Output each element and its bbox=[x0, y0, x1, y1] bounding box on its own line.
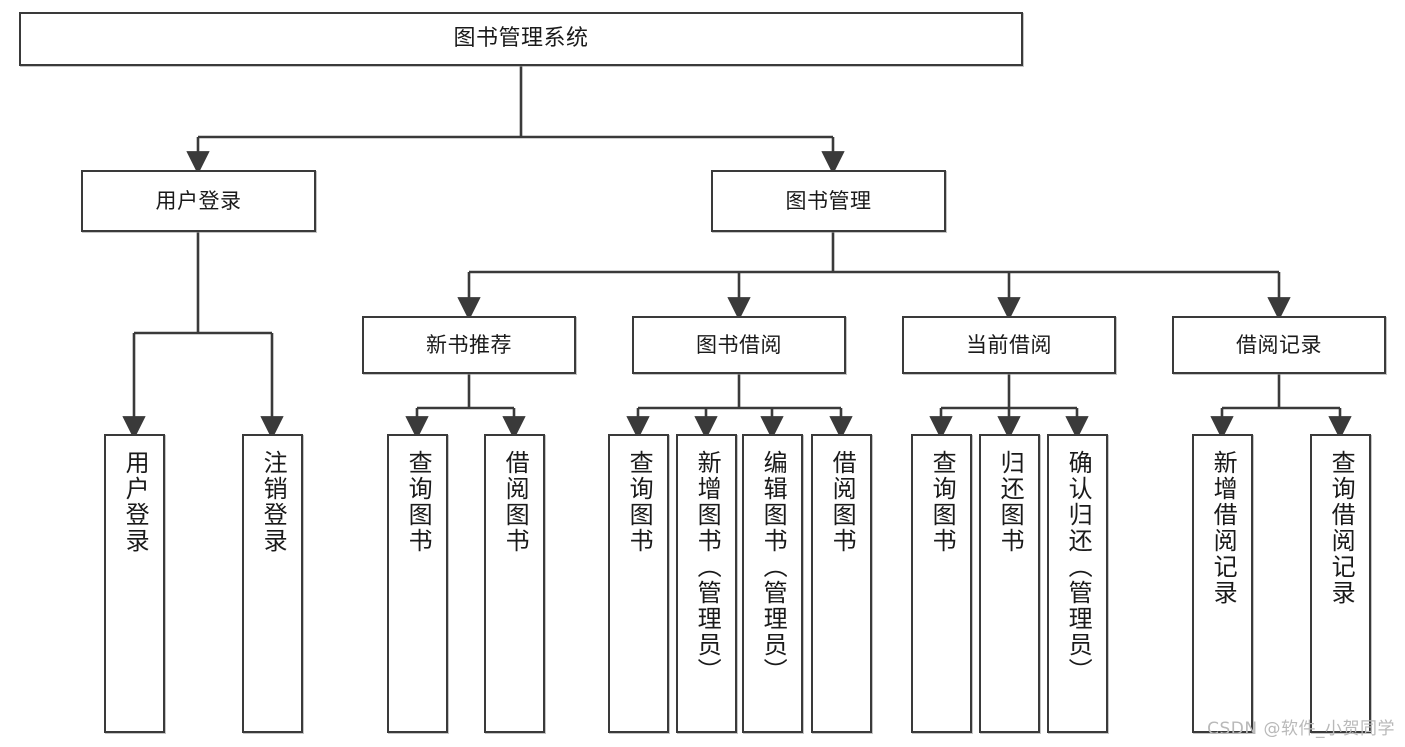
node-label: 查询图书 bbox=[625, 450, 654, 554]
node-book-management[interactable]: 图书管理 bbox=[711, 170, 946, 232]
node-book-borrow[interactable]: 图书借阅 bbox=[632, 316, 846, 374]
node-root-book-management-system[interactable]: 图书管理系统 bbox=[19, 12, 1023, 66]
node-label: 图书借阅 bbox=[696, 332, 782, 357]
leaf-new-book-query-book[interactable]: 查询图书 bbox=[387, 434, 448, 733]
node-user-login[interactable]: 用户登录 bbox=[81, 170, 316, 232]
leaf-book-borrow-borrow-book[interactable]: 借阅图书 bbox=[811, 434, 872, 733]
node-label: 确认归还（管理员） bbox=[1064, 450, 1093, 684]
node-label: 用户登录 bbox=[155, 188, 242, 213]
leaf-borrow-record-add-record[interactable]: 新增借阅记录 bbox=[1192, 434, 1253, 733]
node-label: 新书推荐 bbox=[426, 332, 512, 357]
node-borrow-record[interactable]: 借阅记录 bbox=[1172, 316, 1386, 374]
node-label: 借阅记录 bbox=[1236, 332, 1322, 357]
node-label: 查询图书 bbox=[928, 450, 957, 554]
node-label: 借阅图书 bbox=[828, 450, 857, 554]
node-label: 查询借阅记录 bbox=[1327, 450, 1356, 606]
leaf-borrow-record-query-record[interactable]: 查询借阅记录 bbox=[1310, 434, 1371, 733]
csdn-watermark: CSDN @软件_小贺同学 bbox=[1207, 719, 1395, 739]
leaf-current-borrow-query-book[interactable]: 查询图书 bbox=[911, 434, 972, 733]
node-label: 用户登录 bbox=[121, 450, 150, 554]
node-label: 查询图书 bbox=[404, 450, 433, 554]
node-label: 归还图书 bbox=[996, 450, 1025, 554]
node-label: 当前借阅 bbox=[966, 332, 1052, 357]
node-current-borrow[interactable]: 当前借阅 bbox=[902, 316, 1116, 374]
leaf-new-book-borrow-book[interactable]: 借阅图书 bbox=[484, 434, 545, 733]
node-label: 借阅图书 bbox=[501, 450, 530, 554]
node-label: 新增图书（管理员） bbox=[693, 450, 722, 684]
node-label: 注销登录 bbox=[259, 450, 288, 554]
node-label: 图书管理 bbox=[785, 188, 872, 213]
leaf-current-borrow-confirm-return-admin[interactable]: 确认归还（管理员） bbox=[1047, 434, 1108, 733]
leaf-user-login-logout[interactable]: 注销登录 bbox=[242, 434, 303, 733]
node-label: 编辑图书（管理员） bbox=[759, 450, 788, 684]
leaf-book-borrow-query-book[interactable]: 查询图书 bbox=[608, 434, 669, 733]
node-new-book-recommend[interactable]: 新书推荐 bbox=[362, 316, 576, 374]
leaf-book-borrow-edit-book-admin[interactable]: 编辑图书（管理员） bbox=[742, 434, 803, 733]
node-label: 新增借阅记录 bbox=[1209, 450, 1238, 606]
leaf-current-borrow-return-book[interactable]: 归还图书 bbox=[979, 434, 1040, 733]
node-label: 图书管理系统 bbox=[453, 26, 589, 52]
leaf-book-borrow-add-book-admin[interactable]: 新增图书（管理员） bbox=[676, 434, 737, 733]
leaf-user-login-login[interactable]: 用户登录 bbox=[104, 434, 165, 733]
